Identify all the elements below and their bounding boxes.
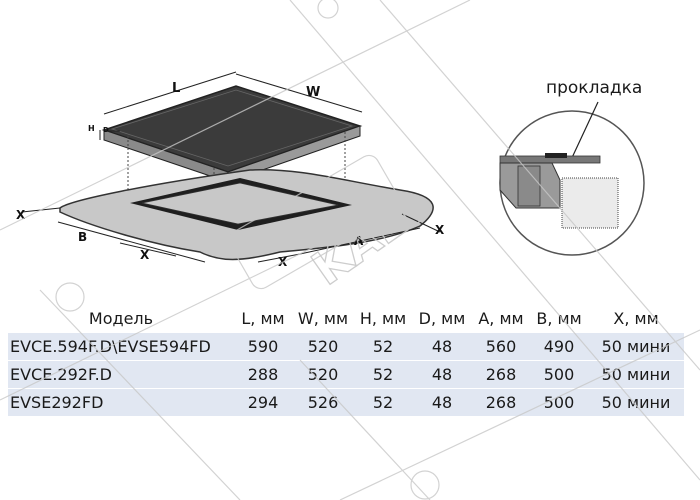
seal-detail (499, 101, 645, 256)
cell-L: 590 (234, 332, 292, 361)
cell-L: 294 (234, 388, 292, 416)
seal-callout-label: прокладка (546, 78, 643, 98)
cell-A: 268 (472, 388, 530, 416)
hob (101, 85, 363, 183)
cell-A: 268 (472, 360, 530, 389)
cell-B: 500 (530, 360, 588, 389)
label-W: W (306, 85, 320, 100)
cell-H: 52 (354, 388, 412, 416)
cell-H: 52 (354, 332, 412, 361)
cell-X: 50 мини (588, 332, 684, 361)
spec-table: Модель L, мм W, мм H, мм D, мм A, мм B, … (8, 305, 684, 416)
label-X-bottom-left: X (140, 248, 150, 262)
header-B: B, мм (530, 305, 588, 333)
table-row: EVCE.594F.D\EVSE594FD 590 520 52 48 560 … (8, 332, 684, 361)
cell-W: 526 (292, 388, 354, 416)
cell-X: 50 мини (588, 360, 684, 389)
label-X-bottom: X (278, 255, 288, 269)
header-model: Модель (8, 305, 234, 333)
cell-L: 288 (234, 360, 292, 389)
cell-H: 52 (354, 360, 412, 389)
table-row: EVCE.292F.D 288 520 52 48 268 500 50 мин… (8, 360, 684, 389)
installation-diagram: L W H D X B X A X X (16, 71, 645, 269)
cell-D: 48 (412, 388, 472, 416)
header-D: D, мм (412, 305, 472, 333)
countertop (59, 169, 434, 261)
cell-model: EVCE.292F.D (8, 360, 234, 389)
header-X: X, мм (588, 305, 684, 333)
cell-model: EVCE.594F.D\EVSE594FD (8, 332, 234, 361)
label-L: L (172, 81, 180, 96)
header-A: A, мм (472, 305, 530, 333)
header-W: W, мм (292, 305, 354, 333)
label-A: A (354, 234, 364, 248)
header-H: H, мм (354, 305, 412, 333)
cell-X: 50 мини (588, 388, 684, 416)
cell-B: 490 (530, 332, 588, 361)
table-row: EVSE292FD 294 526 52 48 268 500 50 мини (8, 388, 684, 416)
cell-D: 48 (412, 360, 472, 389)
label-D: D (103, 126, 109, 134)
label-X-right: X (435, 223, 445, 237)
table-header-row: Модель L, мм W, мм H, мм D, мм A, мм B, … (8, 305, 684, 333)
cell-D: 48 (412, 332, 472, 361)
cell-W: 520 (292, 332, 354, 361)
header-L: L, мм (234, 305, 292, 333)
label-H: H (88, 124, 95, 133)
cell-B: 500 (530, 388, 588, 416)
cell-model: EVSE292FD (8, 388, 234, 416)
label-B: B (78, 230, 87, 244)
cell-A: 560 (472, 332, 530, 361)
cell-W: 520 (292, 360, 354, 389)
label-X-left: X (16, 208, 26, 222)
